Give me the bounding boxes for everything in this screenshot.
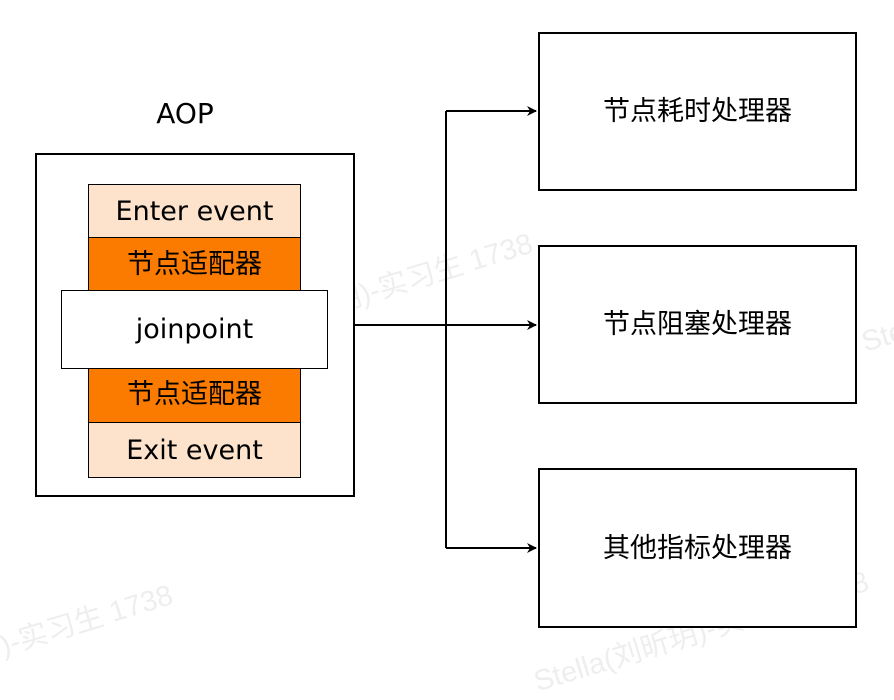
other-handler-box: 其他指标处理器 (538, 468, 857, 628)
block-handler-label: 节点阻塞处理器 (603, 309, 792, 340)
block-handler-box: 节点阻塞处理器 (538, 245, 857, 404)
joinpoint-box: joinpoint (61, 290, 328, 369)
aop-title: AOP (156, 97, 214, 130)
exit-event-layer: Exit event (88, 422, 301, 478)
node-adapter-bottom-layer: 节点适配器 (88, 366, 301, 423)
node-adapter-top-layer: 节点适配器 (88, 237, 301, 292)
connector-arrows (355, 106, 537, 553)
time-handler-label: 节点耗时处理器 (603, 96, 792, 127)
time-handler-box: 节点耗时处理器 (538, 32, 857, 191)
other-handler-label: 其他指标处理器 (603, 532, 792, 564)
